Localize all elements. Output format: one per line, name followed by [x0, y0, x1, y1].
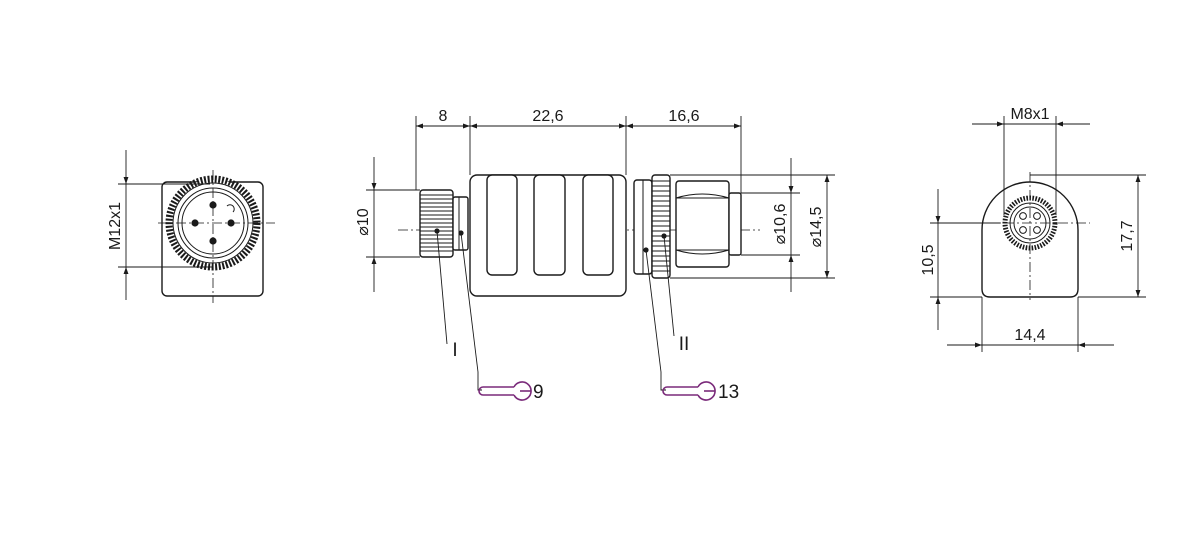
- right-end-view: M8x1 10,5 17,7 14,4: [920, 106, 1146, 352]
- left-end-view: M12x1: [107, 150, 275, 303]
- dim-height-1: 10,5: [920, 244, 937, 275]
- right-diameter-dimensions: ⌀10,6 ⌀14,5: [670, 158, 835, 292]
- dim-height-2: 17,7: [1119, 220, 1136, 251]
- wrench-icon: [662, 381, 716, 401]
- right-view-socket-contacts: [1019, 212, 1041, 234]
- right-view-thread-label: M8x1: [1010, 106, 1049, 123]
- leader-lines: I II: [436, 230, 690, 391]
- wrench-size-label: 9: [533, 382, 544, 403]
- left-coupling-nut: [419, 189, 469, 258]
- left-diameter-dimension: ⌀10: [355, 157, 420, 292]
- wrench-size-label: 13: [718, 382, 739, 403]
- wrench-icon: [478, 381, 532, 401]
- left-view-thread-label: M12x1: [107, 202, 124, 250]
- main-body: [469, 174, 627, 297]
- marker-2: II: [679, 334, 690, 355]
- hex-nut: [675, 180, 742, 268]
- dim-length-1: 8: [439, 108, 448, 125]
- dim-dia-right-outer: ⌀14,5: [808, 207, 825, 248]
- top-dimensions: 8 22,6 16,6: [415, 108, 742, 193]
- right-coupling-nut: [633, 174, 671, 279]
- dim-dia-left: ⌀10: [355, 208, 372, 236]
- wrench-size-13: 13: [662, 381, 739, 403]
- dim-width: 14,4: [1014, 327, 1045, 344]
- dim-length-2: 22,6: [532, 108, 563, 125]
- dim-dia-right-inner: ⌀10,6: [772, 204, 789, 245]
- wrench-size-9: 9: [478, 381, 544, 403]
- marker-1: I: [452, 340, 457, 361]
- side-view: 8 22,6 16,6 ⌀10 ⌀10,6 ⌀14,5: [355, 108, 835, 403]
- dim-length-3: 16,6: [668, 108, 699, 125]
